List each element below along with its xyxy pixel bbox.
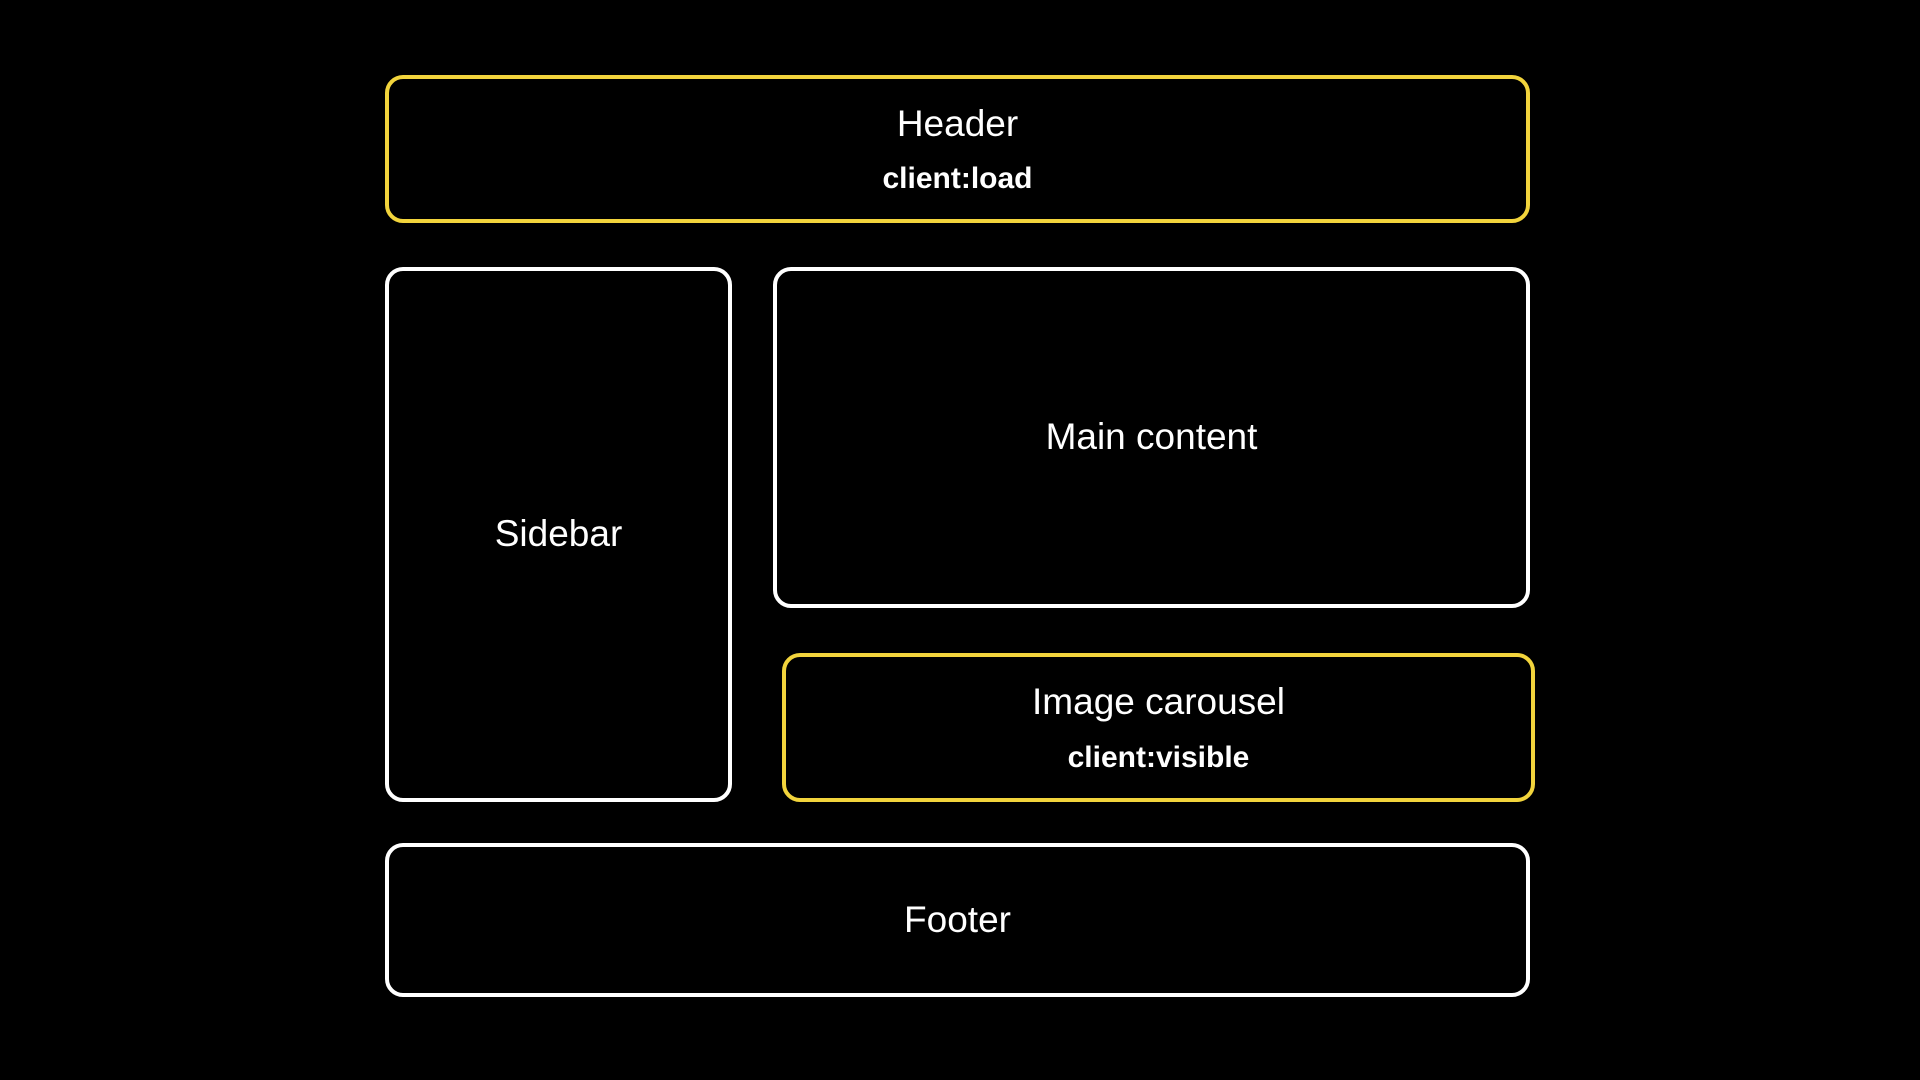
header-client-directive: client:load — [882, 162, 1033, 196]
footer-box: Footer — [385, 843, 1530, 997]
main-content-box: Main content — [773, 267, 1530, 608]
image-carousel-label: Image carousel — [1032, 681, 1285, 723]
header-label: Header — [896, 102, 1019, 144]
sidebar-box: Sidebar — [385, 267, 732, 802]
footer-label: Footer — [904, 898, 1011, 940]
sidebar-label: Sidebar — [494, 513, 623, 555]
header-island-box: Header client:load — [385, 75, 1530, 223]
image-carousel-island-box: Image carousel client:visible — [782, 653, 1535, 802]
image-carousel-client-directive: client:visible — [1067, 740, 1250, 774]
main-content-label: Main content — [1045, 416, 1258, 458]
